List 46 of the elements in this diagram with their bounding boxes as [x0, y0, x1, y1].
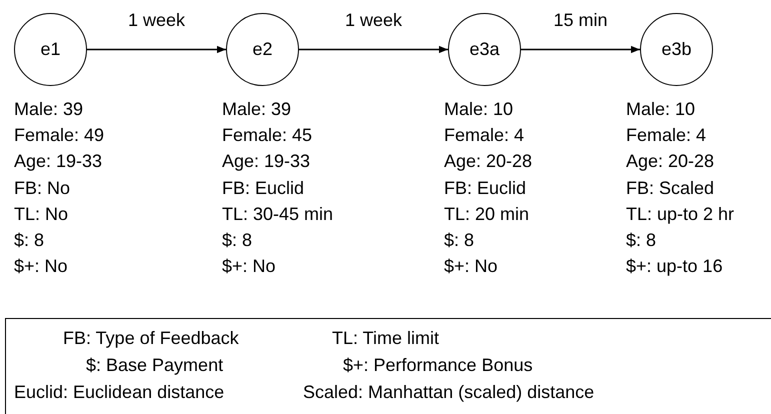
attribute-text: FB: No	[14, 178, 70, 198]
node-label: e2	[252, 39, 273, 60]
attribute-text: $+: No	[444, 257, 498, 277]
legend-text: $: Base Payment	[86, 356, 224, 376]
attribute-text: $+: up-to 16	[626, 257, 723, 277]
attribute-text: Female: 49	[14, 126, 104, 146]
attribute-text: Male: 39	[222, 100, 292, 120]
attribute-text: $+: No	[14, 257, 68, 277]
arrow	[521, 46, 640, 54]
node-label: e3a	[469, 39, 500, 60]
legend-text: FB: Type of Feedback	[63, 329, 239, 349]
attribute-text: Age: 20-28	[444, 152, 532, 172]
attribute-text: TL: 20 min	[444, 204, 530, 225]
arrow	[87, 46, 226, 54]
node-label: e3b	[661, 39, 692, 60]
legend-text: Euclid: Euclidean distance	[14, 383, 224, 403]
attribute-text: Age: 19-33	[222, 152, 310, 172]
attribute-text: Male: 10	[626, 100, 696, 120]
node-circle	[640, 13, 713, 86]
attribute-text: Female: 4	[626, 126, 706, 146]
attribute-text: Female: 45	[222, 126, 312, 146]
legend-box	[5, 318, 771, 414]
attribute-text: Male: 10	[444, 100, 514, 120]
attribute-text: Female: 4	[444, 126, 524, 146]
attribute-text: TL: 30-45 min	[222, 204, 334, 225]
attribute-text: FB: Euclid	[444, 178, 526, 198]
attribute-text: Age: 19-33	[14, 152, 102, 172]
attribute-text: Age: 20-28	[626, 152, 714, 172]
attribute-text: $: 8	[222, 231, 252, 251]
legend-text: TL: Time limit	[332, 329, 440, 349]
node-circle	[14, 13, 87, 86]
node-circle	[226, 13, 299, 86]
attribute-text: $: 8	[626, 231, 656, 251]
attribute-text: $: 8	[444, 231, 474, 251]
legend-text: Scaled: Manhattan (scaled) distance	[303, 383, 594, 403]
attribute-text: FB: Euclid	[222, 178, 304, 198]
arrow	[299, 46, 448, 54]
attribute-text: FB: Scaled	[626, 178, 714, 198]
node-label: e1	[40, 39, 61, 60]
attribute-text: TL: No	[14, 204, 68, 225]
legend-text: $+: Performance Bonus	[343, 356, 533, 376]
attribute-text: $: 8	[14, 231, 44, 251]
node-circle	[448, 13, 521, 86]
attribute-text: $+: No	[222, 257, 276, 277]
attribute-text: Male: 39	[14, 100, 84, 120]
attribute-text: TL: up-to 2 hr	[626, 204, 734, 225]
